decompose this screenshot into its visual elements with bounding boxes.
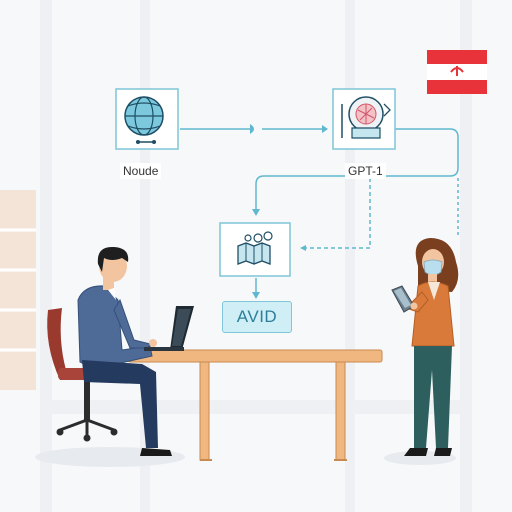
man-at-laptop (77, 246, 172, 456)
node-left[interactable] (115, 88, 179, 150)
brain-processor-icon (341, 96, 391, 139)
woman-with-tablet (391, 238, 459, 456)
flag-icon (427, 50, 487, 94)
output-avid-box[interactable]: AVID (222, 301, 292, 333)
laptop (144, 306, 194, 351)
connector-lines (180, 124, 459, 299)
desk (127, 349, 383, 461)
shared-map-icon (237, 231, 273, 265)
node-right[interactable] (332, 88, 396, 150)
node-left-label: Nоude (120, 163, 162, 179)
globe-network-icon (124, 96, 164, 144)
node-bottom[interactable] (219, 222, 291, 277)
node-right-label: GPT-1 (345, 163, 386, 179)
